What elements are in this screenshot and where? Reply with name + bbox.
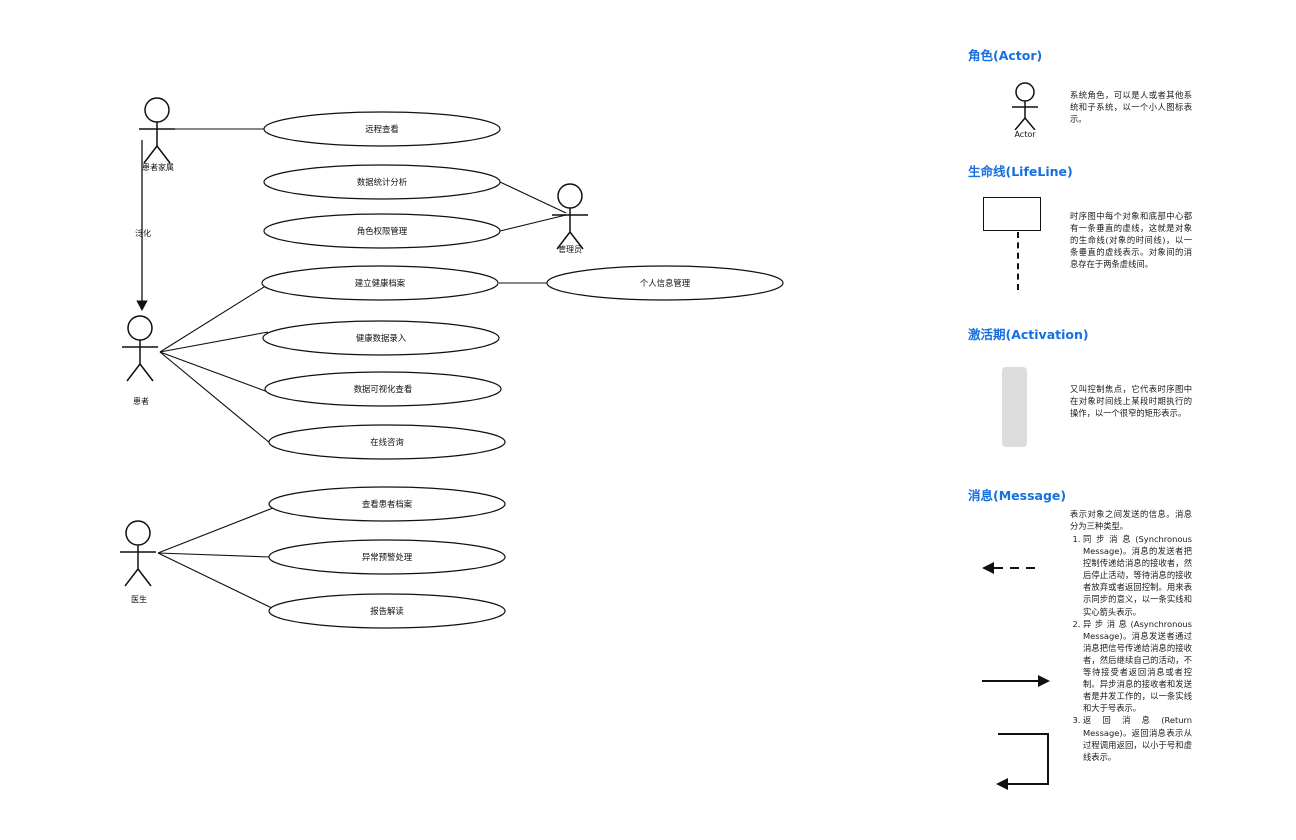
use-case-label-data-visual: 数据可视化查看 (353, 384, 413, 394)
use-case-label-health-input: 健康数据录入 (355, 333, 407, 343)
use-case-ellipse (262, 320, 500, 356)
use-case-ellipse (261, 265, 499, 301)
actor-label-doctor: 医生 (131, 595, 147, 604)
use-case-ellipse (546, 265, 784, 301)
use-case-label-role-perm: 角色权限管理 (356, 226, 408, 236)
actor-patient-family[interactable] (139, 97, 175, 164)
message-type-item: 同步消息(Synchronous Message)。消息的发送者把控制传递给消息… (1083, 533, 1192, 618)
legend-desc-lifeline: 时序图中每个对象和底部中心都有一条垂直的虚线，这就是对象的生命线(对象的时间线)… (1070, 211, 1192, 270)
use-case-ellipse (268, 593, 506, 629)
use-case-label-health-record: 建立健康档案 (354, 278, 406, 288)
legend-desc-actor: 系统角色，可以是人或者其他系统和子系统，以一个小人图标表示。 (1070, 90, 1192, 125)
lifeline-object-box (983, 197, 1041, 231)
actor-admin[interactable] (552, 183, 588, 250)
use-case-ellipse (268, 424, 506, 460)
legend-desc-message-intro: 表示对象之间发送的信息。消息分为三种类型。 (1070, 509, 1192, 532)
use-case-ellipses[interactable] (261, 111, 784, 629)
use-case-label-online-consult: 在线咨询 (370, 437, 404, 447)
actor-label-admin: 管理员 (558, 245, 582, 254)
actor-icon (1012, 82, 1038, 130)
use-case-label-report-read: 报告解读 (370, 606, 404, 616)
use-case-ellipse (263, 213, 501, 249)
use-case-label-personal-info: 个人信息管理 (639, 278, 691, 288)
use-case-ellipse (264, 371, 502, 407)
legend-title-activation: 激活期(Activation) (968, 327, 1089, 342)
use-case-ellipse (263, 111, 501, 147)
actor-label-patient: 患者 (133, 397, 149, 406)
legend-desc-message-list: 同步消息(Synchronous Message)。消息的发送者把控制传递给消息… (1070, 533, 1192, 763)
message-type-item: 返回消息(Return Message)。返回消息表示从过程调用返回，以小于号和… (1083, 714, 1192, 762)
sync-message-arrow-icon (982, 562, 1042, 574)
legend-title-message: 消息(Message) (968, 488, 1067, 503)
use-case-ellipse (263, 164, 501, 200)
use-case-diagram (120, 97, 784, 629)
message-type-item: 异步消息(Asynchronous Message)。消息发送者通过消息把信号传… (1083, 618, 1192, 715)
use-case-ellipse (268, 539, 506, 575)
use-case-label-remote-view: 远程查看 (365, 124, 399, 134)
use-case-ellipse (268, 486, 506, 522)
actor-patient[interactable] (122, 315, 158, 382)
use-case-label-data-stat: 数据统计分析 (356, 177, 408, 187)
association-lines (157, 128, 567, 612)
use-case-label-view-patient-file: 查看患者档案 (361, 499, 413, 509)
legend-panel: 角色(Actor) Actor 系统角色，可以是人或者其他系统和子系统，以一个小… (955, 0, 1296, 840)
lifeline-dashed-line (1017, 232, 1019, 290)
legend-desc-activation: 又叫控制焦点，它代表时序图中在对象时间线上某段时期执行的操作，以一个很窄的矩形表… (1070, 384, 1192, 419)
async-message-arrow-icon (982, 675, 1050, 687)
legend-title-actor: 角色(Actor) (968, 48, 1043, 63)
legend-title-lifeline: 生命线(LifeLine) (968, 164, 1073, 179)
generalization-label: 泛化 (135, 229, 151, 238)
use-case-label-alert-handle: 异常预警处理 (361, 552, 413, 562)
actor-label-patient-family: 患者家属 (142, 163, 174, 172)
return-message-arrow-icon (996, 733, 1049, 790)
legend-actor-caption: Actor (1014, 130, 1036, 139)
actor-doctor[interactable] (120, 520, 156, 587)
activation-bar (1002, 367, 1027, 447)
message-type-list: 同步消息(Synchronous Message)。消息的发送者把控制传递给消息… (1070, 533, 1192, 763)
